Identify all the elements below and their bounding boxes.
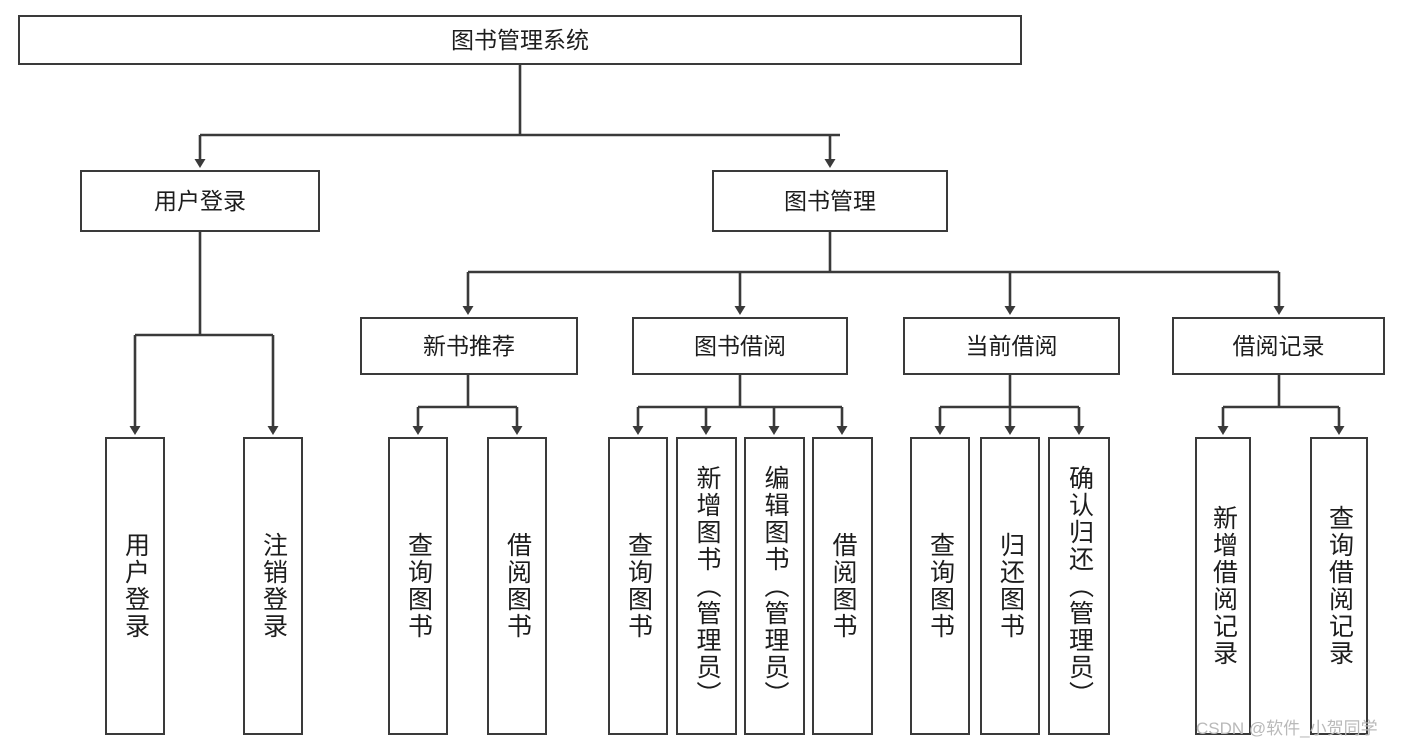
- leaf-logout-label: 注销登录: [259, 532, 288, 640]
- leaf-current-query-book-label: 查询图书: [926, 532, 955, 640]
- leaf-borrow-book-label: 借阅图书: [829, 532, 857, 640]
- leaf-add-book-admin[interactable]: 新增图书（管理员）: [676, 437, 737, 735]
- node-current-borrow[interactable]: 当前借阅: [903, 317, 1120, 375]
- node-borrow-records-label: 借阅记录: [1232, 332, 1325, 359]
- node-book-borrow-label: 图书借阅: [694, 332, 786, 359]
- leaf-user-login-label: 用户登录: [121, 532, 150, 640]
- node-user-login-label: 用户登录: [154, 187, 246, 214]
- node-new-book-recommend-label: 新书推荐: [423, 332, 515, 359]
- leaf-logout[interactable]: 注销登录: [243, 437, 303, 735]
- leaf-newbook-borrow-book[interactable]: 借阅图书: [487, 437, 547, 735]
- node-borrow-records[interactable]: 借阅记录: [1172, 317, 1385, 375]
- leaf-query-borrow-record-label: 查询借阅记录: [1325, 505, 1354, 667]
- leaf-query-borrow-record[interactable]: 查询借阅记录: [1310, 437, 1368, 735]
- leaf-newbook-borrow-book-label: 借阅图书: [503, 532, 532, 640]
- node-book-borrow[interactable]: 图书借阅: [632, 317, 848, 375]
- node-current-borrow-label: 当前借阅: [965, 332, 1058, 359]
- node-user-login[interactable]: 用户登录: [80, 170, 320, 232]
- leaf-borrow-query-book[interactable]: 查询图书: [608, 437, 668, 735]
- leaf-newbook-query-book-label: 查询图书: [404, 532, 433, 640]
- node-new-book-recommend[interactable]: 新书推荐: [360, 317, 578, 375]
- leaf-borrow-book[interactable]: 借阅图书: [812, 437, 873, 735]
- leaf-add-borrow-record[interactable]: 新增借阅记录: [1195, 437, 1251, 735]
- leaf-confirm-return-admin-label: 确认归还（管理员）: [1065, 464, 1094, 708]
- leaf-edit-book-admin[interactable]: 编辑图书（管理员）: [744, 437, 805, 735]
- leaf-user-login[interactable]: 用户登录: [105, 437, 165, 735]
- leaf-confirm-return-admin[interactable]: 确认归还（管理员）: [1048, 437, 1110, 735]
- leaf-current-query-book[interactable]: 查询图书: [910, 437, 970, 735]
- leaf-add-borrow-record-label: 新增借阅记录: [1209, 505, 1238, 667]
- leaf-borrow-query-book-label: 查询图书: [624, 532, 653, 640]
- node-root-label: 图书管理系统: [451, 26, 589, 53]
- leaf-edit-book-admin-label: 编辑图书（管理员）: [761, 464, 789, 708]
- node-root[interactable]: 图书管理系统: [18, 15, 1022, 65]
- leaf-add-book-admin-label: 新增图书（管理员）: [693, 464, 721, 708]
- leaf-return-book-label: 归还图书: [996, 532, 1025, 640]
- node-book-management[interactable]: 图书管理: [712, 170, 948, 232]
- node-book-management-label: 图书管理: [784, 187, 876, 214]
- leaf-return-book[interactable]: 归还图书: [980, 437, 1040, 735]
- watermark: CSDN @软件_小贺同学: [1196, 719, 1378, 738]
- leaf-newbook-query-book[interactable]: 查询图书: [388, 437, 448, 735]
